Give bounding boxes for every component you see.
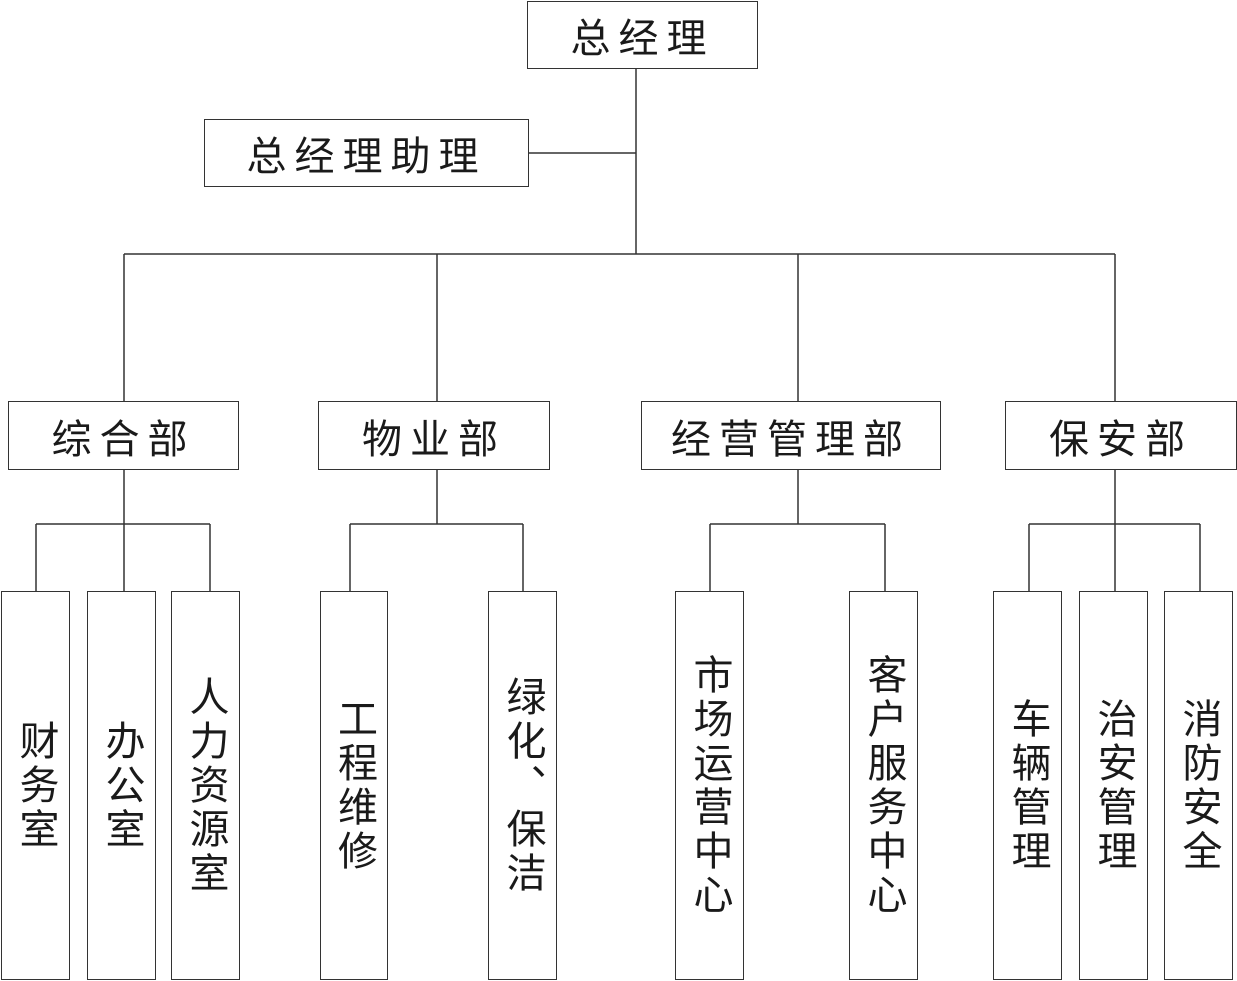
assistant-box: 总经理助理	[204, 119, 529, 187]
unit-label: 人力资源室	[182, 675, 229, 896]
department-box-property: 物业部	[318, 401, 550, 470]
general-manager-box: 总经理	[527, 1, 758, 69]
general-manager-label: 总经理	[570, 16, 715, 62]
department-label: 保安部	[1049, 416, 1193, 463]
department-label: 综合部	[51, 416, 196, 463]
department-box-security: 保安部	[1005, 401, 1237, 470]
unit-box-greening-cleaning: 绿化、保洁	[488, 591, 557, 980]
department-label: 经营管理部	[671, 416, 911, 463]
department-box-general-affairs: 综合部	[8, 401, 239, 470]
unit-box-public-security: 治安管理	[1079, 591, 1148, 980]
unit-label: 治安管理	[1090, 697, 1137, 874]
unit-label: 车辆管理	[1004, 697, 1051, 874]
unit-label: 消防安全	[1175, 697, 1222, 874]
unit-label: 办公室	[98, 719, 145, 852]
unit-label: 市场运营中心	[686, 653, 733, 918]
unit-label: 客户服务中心	[860, 653, 907, 918]
department-label: 物业部	[362, 416, 506, 463]
unit-box-market-operations: 市场运营中心	[675, 591, 744, 980]
unit-label: 绿化、保洁	[499, 675, 546, 896]
unit-box-maintenance: 工程维修	[320, 591, 388, 980]
unit-box-fire-safety: 消防安全	[1164, 591, 1233, 980]
unit-box-finance: 财务室	[1, 591, 70, 980]
unit-label: 工程维修	[331, 697, 377, 874]
department-box-operations: 经营管理部	[641, 401, 941, 470]
unit-box-hr: 人力资源室	[171, 591, 240, 980]
assistant-label: 总经理助理	[246, 134, 487, 180]
unit-box-customer-service: 客户服务中心	[849, 591, 918, 980]
unit-box-vehicle-management: 车辆管理	[993, 591, 1062, 980]
unit-box-office: 办公室	[87, 591, 156, 980]
unit-label: 财务室	[12, 719, 59, 852]
